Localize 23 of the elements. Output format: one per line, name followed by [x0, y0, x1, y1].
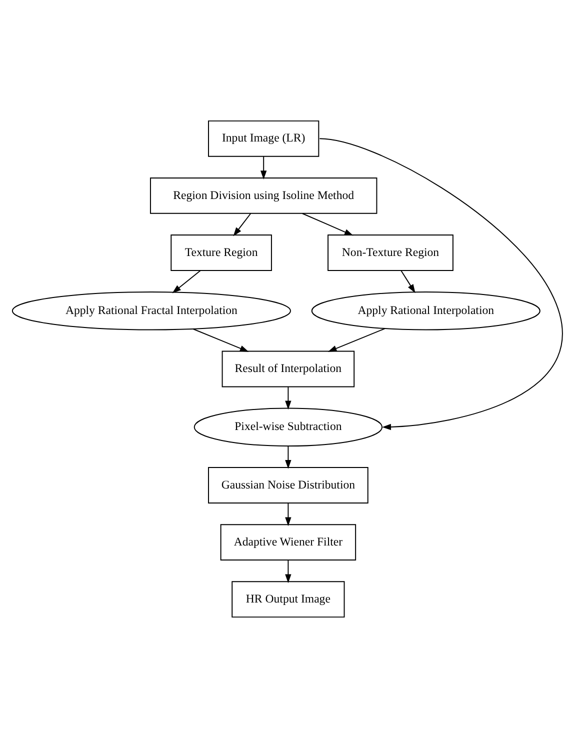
node-box: Non-Texture Region — [328, 234, 454, 271]
node-ellipse: Apply Rational Interpolation — [311, 292, 540, 330]
arrow — [285, 386, 292, 410]
arrow — [302, 213, 354, 236]
node-box: HR Output Image — [232, 581, 345, 618]
node-box: Texture Region — [170, 234, 272, 271]
node-box: Adaptive Wiener Filter — [220, 524, 356, 560]
node-ellipse: Pixel-wise Subtraction — [194, 408, 383, 446]
arrow — [400, 270, 416, 294]
node-box: Input Image (LR) — [208, 120, 320, 157]
arrow — [328, 328, 386, 352]
arrow — [233, 213, 252, 236]
arrow — [260, 156, 267, 180]
arrow — [285, 446, 292, 469]
arrow — [192, 328, 249, 352]
node-box: Gaussian Noise Distribution — [208, 467, 368, 504]
arrow — [172, 270, 201, 294]
arrow — [319, 138, 563, 430]
arrow — [285, 502, 292, 526]
node-box: Result of Interpolation — [222, 350, 355, 388]
node-box: Region Division using Isoline Method — [150, 178, 378, 214]
arrow — [285, 560, 292, 584]
node-ellipse: Apply Rational Fractal Interpolation — [12, 292, 291, 330]
